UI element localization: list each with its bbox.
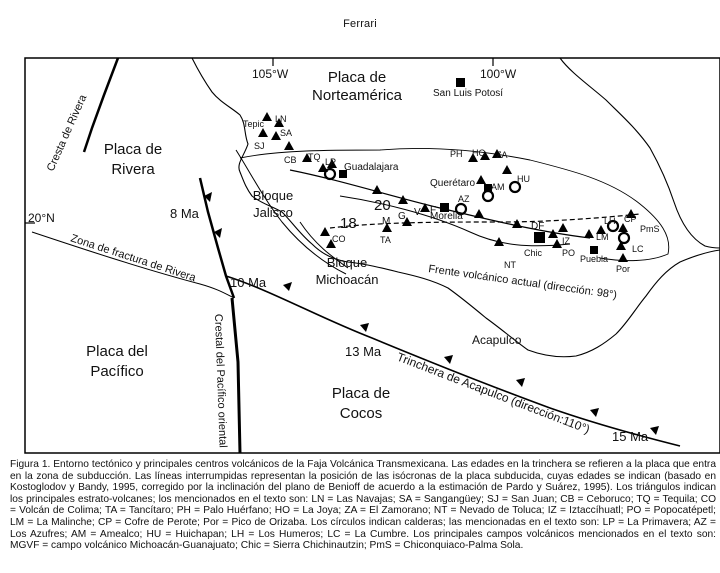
volcano-cp: CP [624,214,637,224]
volcano-za: ZA [496,150,508,160]
city-df: DF [531,221,544,232]
plate-rivera-2: Rivera [111,161,155,178]
age-10ma: 10 Ma [230,275,267,290]
city-marker-puebla [590,246,598,254]
age-15ma: 15 Ma [612,429,649,444]
city-tepic: Tepic [243,119,265,129]
volcano-tq: TQ [308,152,321,162]
cresta-rivera-line [82,57,120,153]
acapulco-trench [225,275,681,447]
city-slp: San Luis Potosí [433,88,503,99]
block-jalisco-2: Jalisco [253,205,293,220]
map-frame [24,57,720,454]
city-marker-slp [456,78,465,87]
age-8ma: 8 Ma [170,206,200,221]
isochrone-18 [329,213,641,229]
lon-label-100: 100°W [480,67,517,81]
volcano-chic: Chic [524,248,543,258]
mgvf-letter-f: F [430,205,436,216]
volcano-lh: LH [604,216,616,226]
volcano-ta: TA [380,235,391,245]
city-marker-guadalajara [339,170,347,178]
volcano-lp: LP [325,157,336,167]
city-guadalajara: Guadalajara [344,162,399,173]
label-cresta-rivera: Cresta de Rivera [45,92,90,173]
volcano-nt: NT [504,260,516,270]
belt-outline [239,148,670,262]
volcano-sa: SA [280,128,292,138]
city-marker-morelia [440,203,449,212]
volcano-por: Por [616,264,630,274]
lon-label-105: 105°W [252,67,289,81]
volcano-sj: SJ [254,141,265,151]
graben-line [339,195,571,247]
plate-cocos-2: Cocos [340,405,383,422]
block-michoacan-2: Michoacán [316,272,379,287]
volcano-lc: LC [632,244,644,254]
caldera-circles [323,167,631,245]
volcano-pms: PmS [640,224,660,234]
volcano-hu: HU [517,174,530,184]
volcano-cb: CB [284,155,297,165]
label-cresta-pacifico: Crestal del Pacífico oriental [212,314,229,448]
lat-label-20n: 20°N [28,211,55,225]
mgvf-letter-g: G [398,211,406,222]
volcano-ho: HO [472,148,486,158]
volcano-az: AZ [458,194,470,204]
zona-fractura-line [31,231,235,299]
gulf-coast [559,57,720,249]
city-puebla: Puebla [580,254,608,264]
plate-rivera-1: Placa de [104,141,162,158]
rivera-trench [198,177,236,299]
volcano-ph: PH [450,149,463,159]
city-marker-queretaro [484,184,492,192]
label-zona-fractura: Zona de fractura de Rivera [69,232,198,284]
cresta-pacifico-line [230,297,242,454]
isochrone-label-20: 20 [374,197,391,214]
label-frente-volcanico: Frente volcánico actual (dirección: 98°) [428,263,618,301]
volcano-iz: IZ [562,236,571,246]
plate-cocos-1: Placa de [332,385,390,402]
label-trinchera: Trinchera de Acapulco (dirección:110°) [395,350,592,437]
city-morelia: Morelia [430,211,463,222]
age-13ma: 13 Ma [345,344,382,359]
block-jalisco-1: Bloque [253,188,293,203]
volcano-triangles [258,112,636,262]
isochrone-label-18: 18 [340,215,357,232]
figure-caption: Figura 1. Entorno tectónico y principale… [10,459,716,552]
volcano-am: AM [491,182,505,192]
plate-pacifico-2: Pacífico [90,363,143,380]
running-head: Ferrari [343,18,377,30]
city-marker-df [534,232,545,243]
block-boundary-1 [235,149,347,275]
plate-pacifico-1: Placa del [86,343,148,360]
volcano-lm: LM [596,232,609,242]
plate-norteamerica-2: Norteamérica [312,87,403,104]
coastline [191,57,720,358]
volcano-co: CO [332,234,346,244]
plate-norteamerica-1: Placa de [328,69,386,86]
volcano-ln: LN [275,114,287,124]
mgvf-letter-v: V [414,207,421,218]
block-boundary-2 [299,221,349,269]
city-acapulco: Acapulco [472,333,522,347]
block-michoacan-1: Bloque [327,255,367,270]
mgvf-letter-m: M [382,216,390,227]
volcano-po: PO [562,248,575,258]
city-queretaro: Querétaro [430,178,475,189]
